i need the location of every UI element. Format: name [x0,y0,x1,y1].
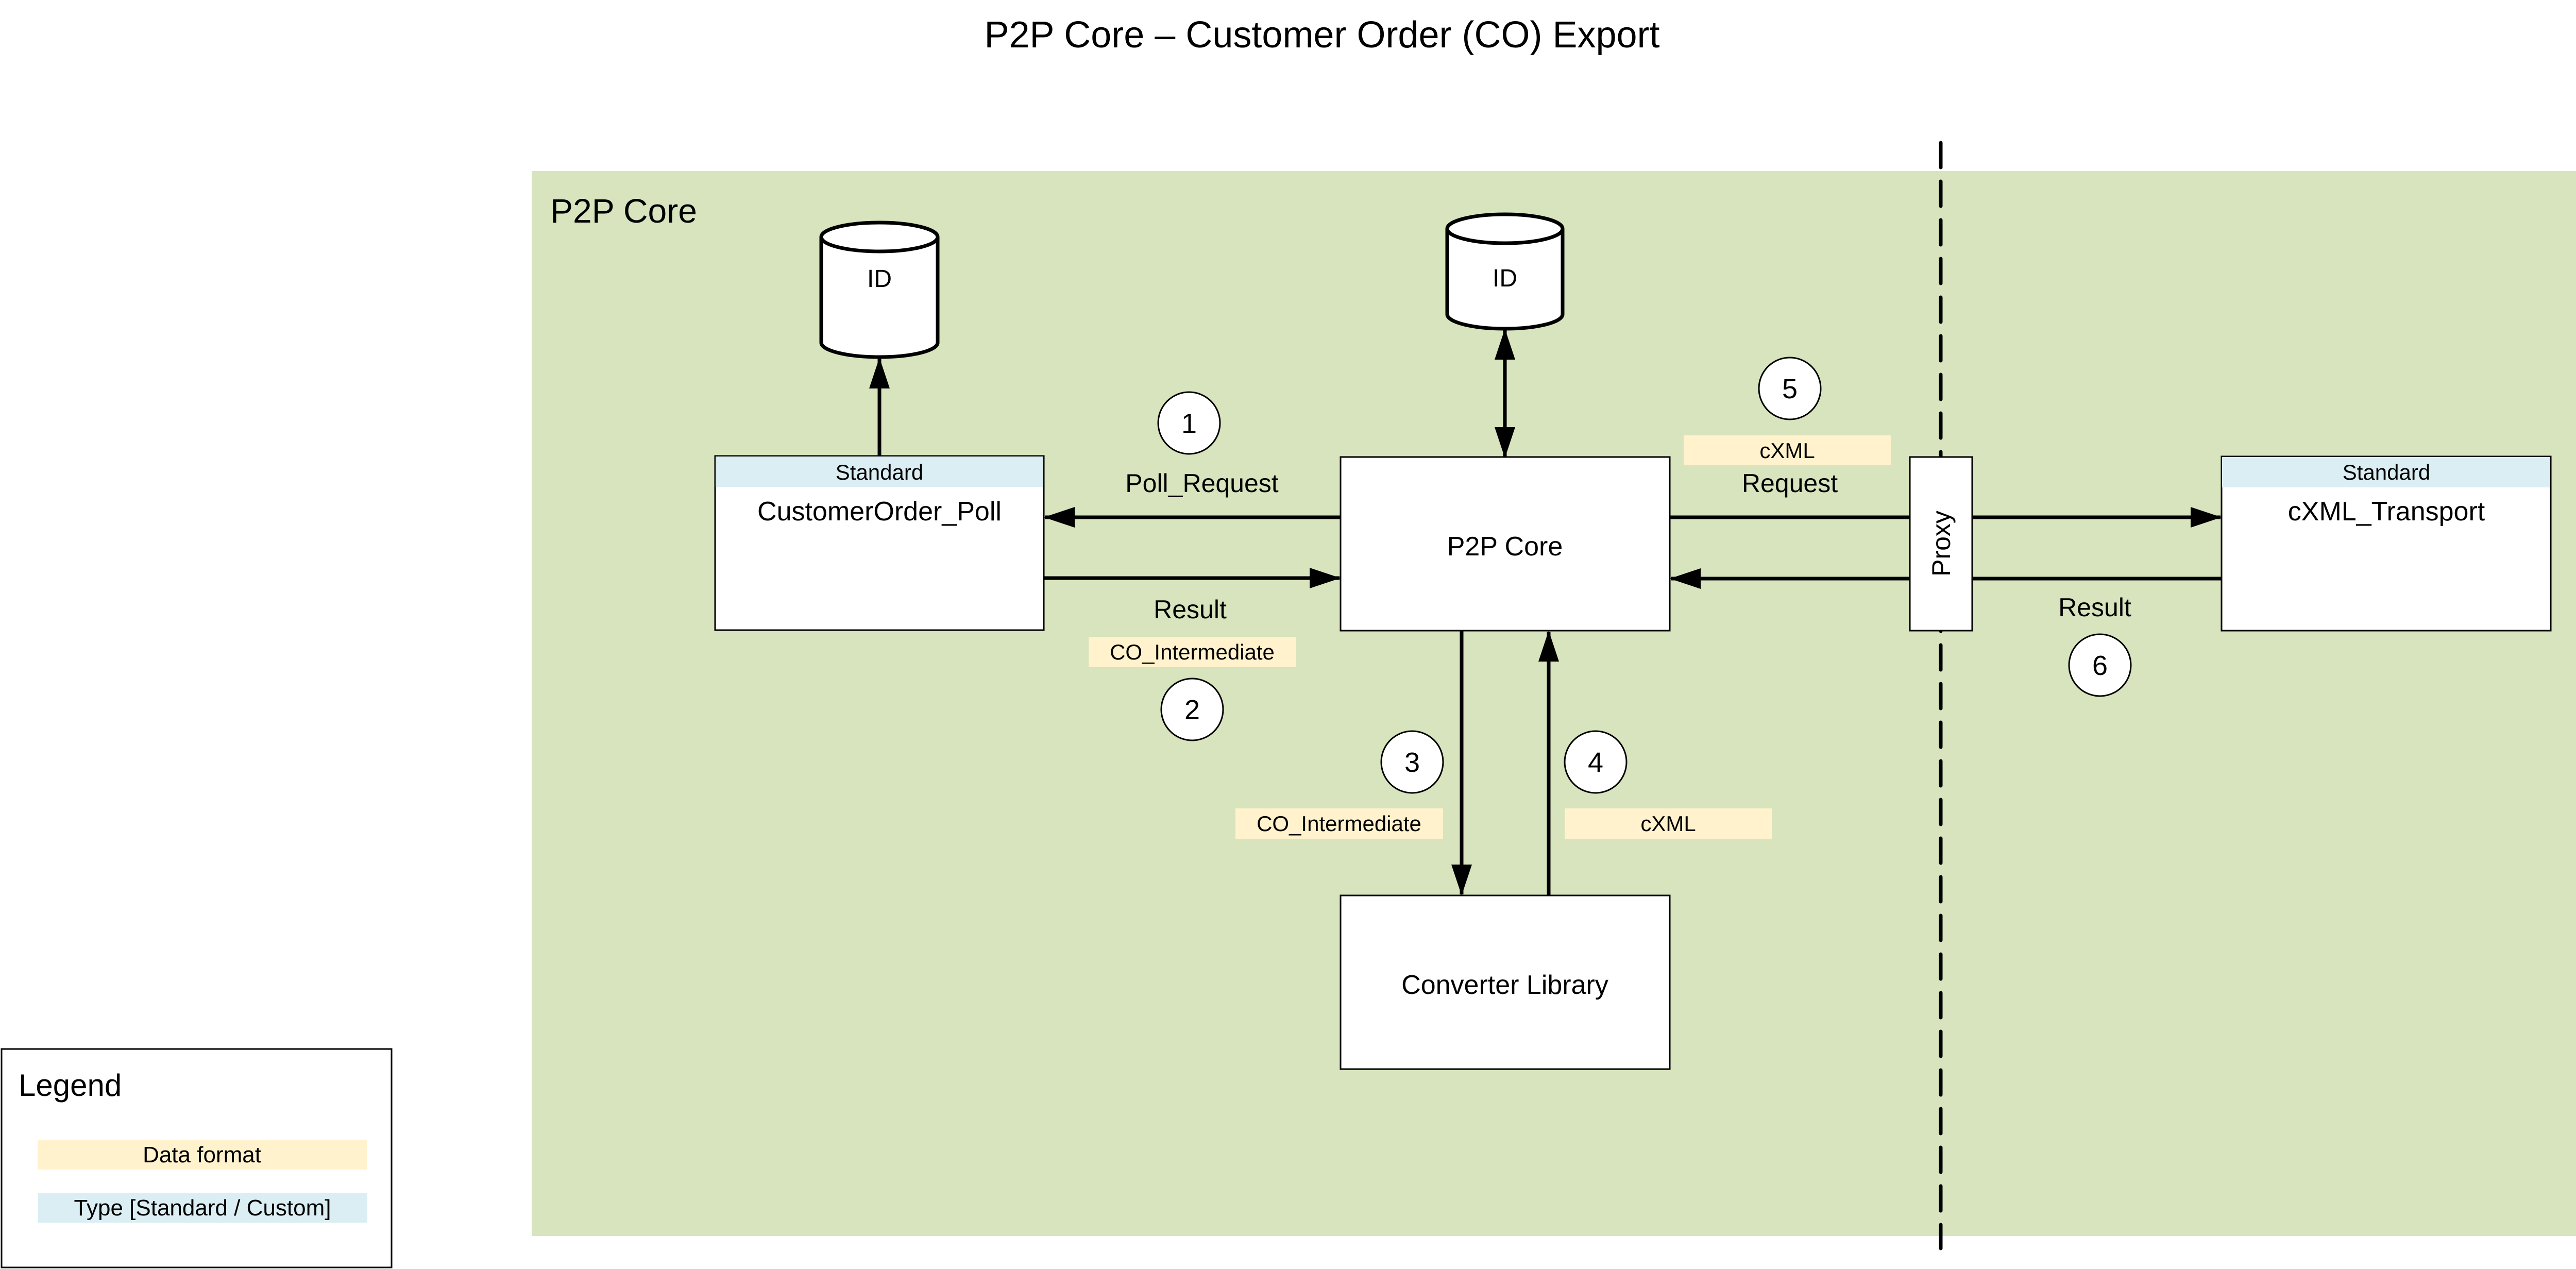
step-badge-1: 1 [1157,391,1221,455]
component-type: Standard [2343,460,2430,484]
flow-label: Poll_Request [1125,469,1279,498]
data-format-tag: cXML [1684,435,1891,465]
data-format-label: cXML [1759,438,1815,463]
svg-text:6: 6 [2092,650,2108,681]
step-badge-5: 5 [1758,357,1822,420]
component-label: Converter Library [1401,970,1608,1000]
database-left[interactable]: ID [819,221,940,359]
database-label: ID [1493,265,1517,292]
step-badge-3: 3 [1380,730,1444,794]
legend-item-label: Data format [143,1142,261,1168]
database-top [1445,212,1565,245]
component-label: P2P Core [1447,532,1563,562]
cxml-transport-component[interactable]: Standard cXML_Transport [2221,455,2552,632]
type-band [716,456,1043,487]
database-center[interactable]: ID [1445,212,1565,331]
flow-label: Request [1742,469,1838,498]
data-format-label: cXML [1640,811,1696,836]
svg-text:3: 3 [1404,747,1420,778]
data-format-tag: CO_Intermediate [1235,808,1443,839]
step-badge-6: 6 [2068,633,2132,697]
database-icon [819,237,940,359]
data-format-label: CO_Intermediate [1257,811,1421,836]
component-label: cXML_Transport [2288,497,2485,527]
database-top [819,221,940,253]
customer-order-poll-component[interactable]: Standard CustomerOrder_Poll [714,455,1045,631]
flow-label: Result [2058,593,2131,622]
legend-item-label: Type [Standard / Custom] [74,1195,331,1221]
zone-label: P2P Core [550,192,697,230]
component-type: Standard [836,460,923,484]
flow-label: Result [1154,595,1227,624]
step-badge-4: 4 [1564,730,1628,794]
proxy-component[interactable]: Proxy [1909,456,1973,632]
legend-item-type: Type [Standard / Custom] [38,1193,367,1223]
legend-title: Legend [19,1068,122,1103]
data-format-tag: cXML [1565,808,1772,839]
svg-text:4: 4 [1588,747,1603,778]
legend: Legend Data format Type [Standard / Cust… [1,1048,393,1268]
diagram-title: P2P Core – Customer Order (CO) Export [984,14,1659,56]
converter-library-component[interactable]: Converter Library [1340,894,1671,1070]
data-format-label: CO_Intermediate [1110,640,1275,664]
type-band [2222,457,2550,487]
p2p-core-component[interactable]: P2P Core [1340,456,1671,632]
step-badge-2: 2 [1160,678,1224,741]
component-label: CustomerOrder_Poll [757,497,1002,527]
component-label: Proxy [1927,511,1956,577]
svg-text:2: 2 [1184,695,1200,725]
svg-text:5: 5 [1782,374,1798,404]
database-label: ID [867,265,892,293]
data-format-tag: CO_Intermediate [1089,637,1296,667]
legend-item-data-format: Data format [38,1140,367,1170]
svg-text:1: 1 [1181,408,1197,439]
